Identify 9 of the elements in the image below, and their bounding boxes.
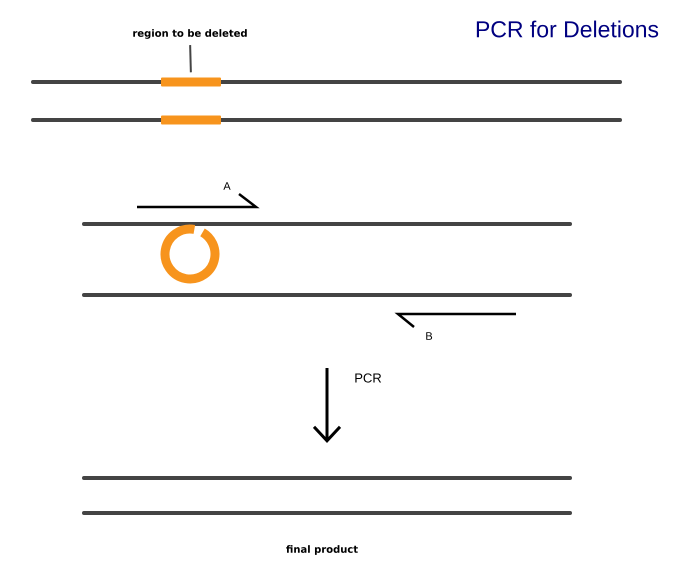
product-label: final product [286, 545, 358, 555]
deletion-region [161, 78, 221, 86]
step-label: PCR [355, 373, 382, 383]
leader-line [189, 45, 192, 72]
primer-label: A [223, 182, 231, 190]
part-label: region to be deleted [133, 29, 247, 39]
primer-label: B [426, 332, 432, 340]
deletion-region [161, 116, 221, 124]
title: PCR for Deletions [476, 20, 658, 38]
